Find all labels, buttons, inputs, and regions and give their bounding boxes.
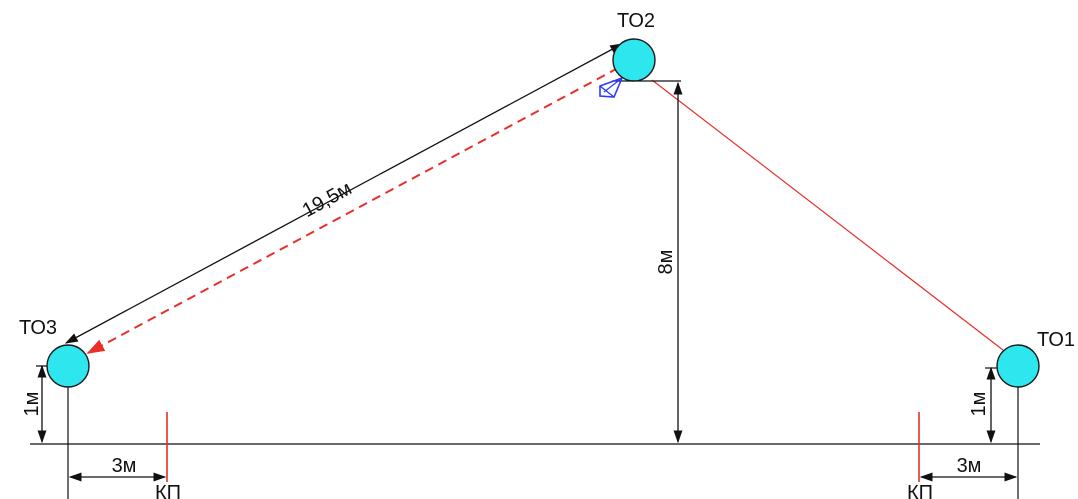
kp-right-label: КП bbox=[907, 482, 933, 499]
red-dashed-arrow bbox=[86, 67, 619, 354]
height-dimension-label: 8м bbox=[655, 250, 677, 275]
slope-dimension-line bbox=[64, 43, 624, 344]
node-to3-circle[interactable] bbox=[46, 344, 90, 388]
camera-icon bbox=[599, 76, 624, 98]
slope-dimension-label: 19,5м bbox=[299, 177, 356, 221]
left-height-label: 1м bbox=[21, 392, 43, 417]
node-to3-label: ТО3 bbox=[19, 317, 57, 339]
right-height-label: 1м bbox=[968, 392, 990, 417]
kp-left-label: КП bbox=[155, 482, 181, 499]
left-offset-label: 3м bbox=[112, 455, 137, 477]
node-to2-circle[interactable] bbox=[612, 38, 656, 82]
right-offset-label: 3м bbox=[957, 455, 982, 477]
red-line-to2-to1 bbox=[651, 79, 1004, 351]
node-to1-circle[interactable] bbox=[996, 344, 1040, 388]
node-to2-label: ТО2 bbox=[617, 10, 655, 32]
node-to1-label: ТО1 bbox=[1037, 329, 1075, 351]
